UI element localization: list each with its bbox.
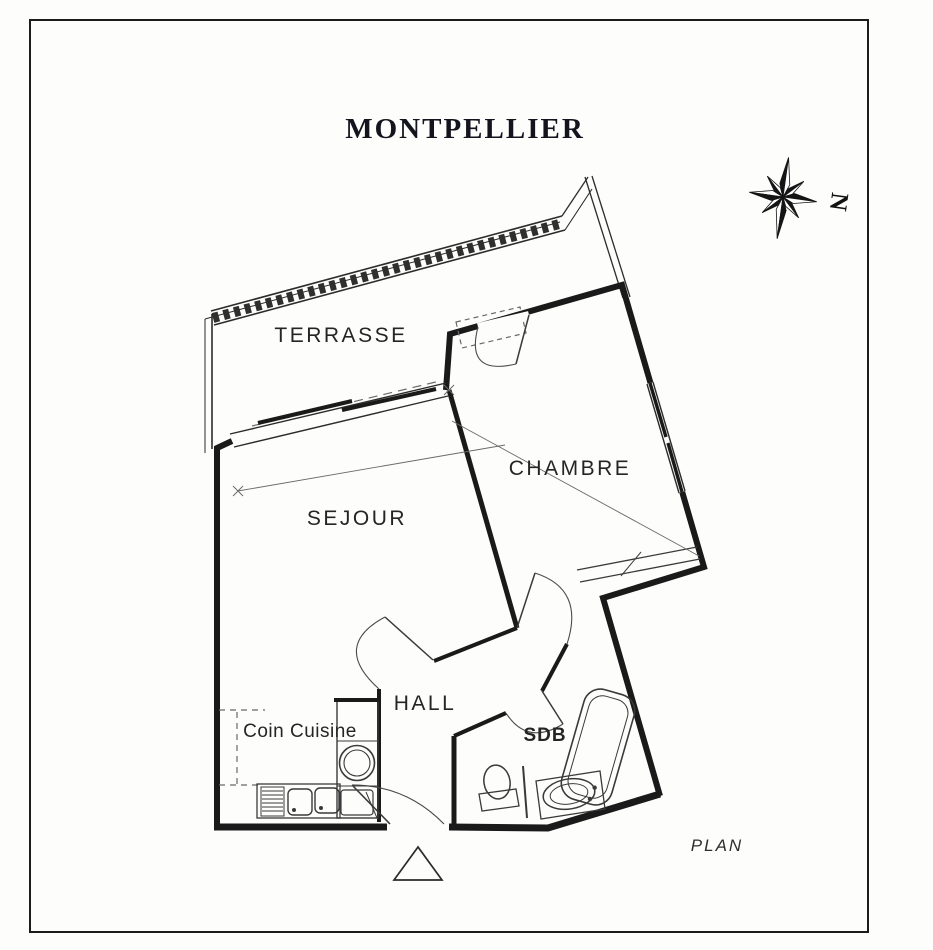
doors: [351, 311, 573, 825]
terrace-door: [474, 311, 530, 367]
railing-hatch: [211, 218, 565, 323]
kitchen-counter: [256, 783, 341, 819]
kitchen-tall-unit: [334, 698, 381, 819]
compass-north-label: N: [824, 191, 853, 213]
interior-walls: [377, 389, 569, 826]
sejour-hall-door: [355, 616, 434, 690]
page-border: [29, 19, 869, 933]
terrasse-walls: [204, 175, 631, 453]
chambre-window: [646, 381, 686, 494]
bathtub: [560, 688, 636, 806]
plan-caption: PLAN: [691, 836, 743, 855]
hall-label: HALL: [394, 692, 457, 715]
kitchen-fixtures: [219, 698, 381, 819]
sdb-door: [505, 690, 564, 734]
construction-lines: [232, 384, 700, 557]
toilet: [478, 764, 520, 812]
sejour-label: SEJOUR: [307, 507, 407, 530]
washing-machine-icon: [338, 744, 376, 782]
bay-window: [229, 382, 449, 448]
kitchen-dashed-boundary: [219, 709, 265, 786]
outer-walls: [214, 281, 708, 832]
page-title: MONTPELLIER: [345, 113, 585, 145]
chambre-door: [516, 572, 573, 645]
compass-rose: N: [749, 157, 853, 239]
kitchen-striped-unit: [260, 786, 285, 817]
wardrobe: [576, 546, 701, 583]
entrance-marker: [392, 845, 444, 881]
chambre-dashed-box: [455, 306, 527, 349]
coin-cuisine-label: Coin Cuisine: [243, 721, 357, 742]
sdb-label: SDB: [523, 725, 566, 746]
kitchen-sink: [287, 787, 340, 816]
sdb-fixtures: [478, 688, 636, 820]
terrasse-label: TERRASSE: [274, 324, 407, 347]
washbasin: [535, 770, 606, 820]
chambre-label: CHAMBRE: [509, 457, 632, 480]
